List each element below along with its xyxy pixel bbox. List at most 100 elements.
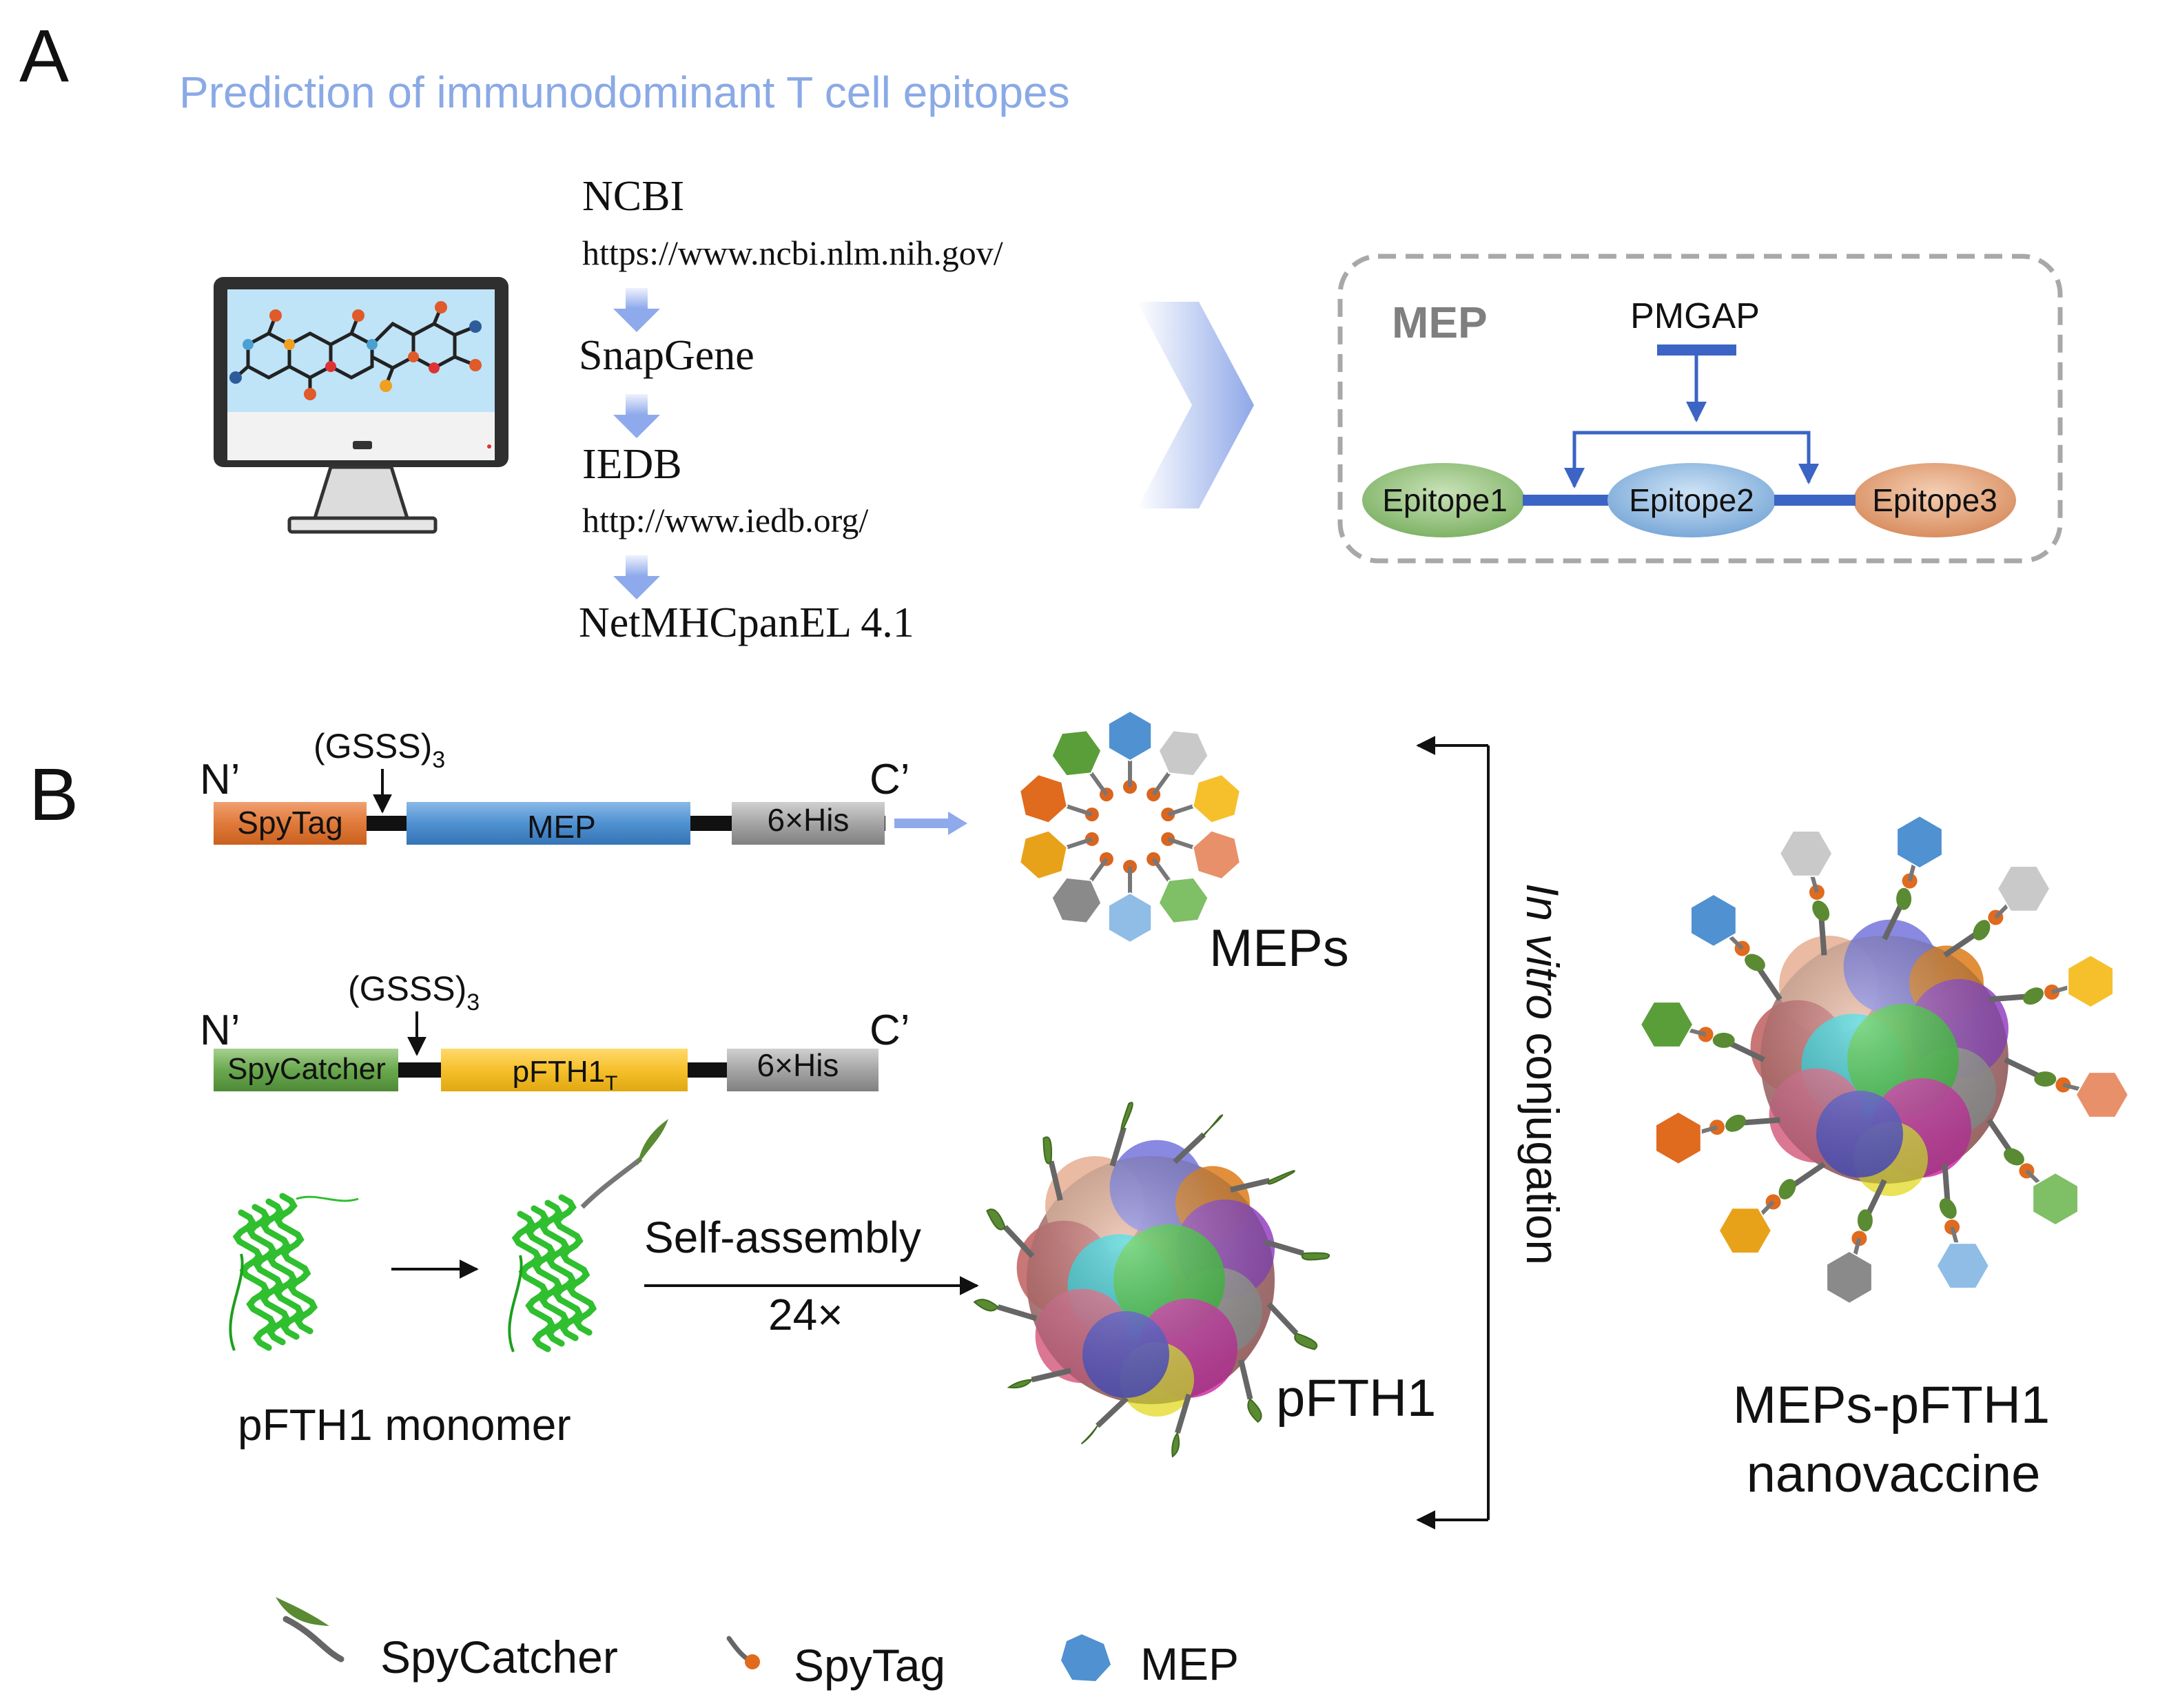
spytag-stalk (1167, 837, 1194, 850)
spycatcher-domain (1973, 920, 1991, 940)
mep-hexagon (1826, 1250, 1873, 1305)
pfth1-spycatcher-monomer-structure (508, 1119, 668, 1352)
spycatcher-stalk (1264, 1239, 1304, 1256)
mep-hexagon (2075, 1071, 2130, 1118)
spytag-stalk (1089, 772, 1109, 796)
mep-hexagon (1158, 876, 1209, 924)
spytag-stalk (1151, 858, 1171, 882)
spytag-stalk (1066, 804, 1093, 816)
mep-hexagon (1192, 830, 1241, 881)
mep-hexagon (1192, 773, 1241, 824)
spycatcher-domain (973, 1299, 999, 1312)
pfth1-monomer-structure (229, 1193, 359, 1351)
mep-legend-icon (1061, 1634, 1111, 1681)
linker-segment-1 (1523, 495, 1605, 506)
pipeline-ncbi-url: https://www.ncbi.nlm.nih.gov/ (582, 234, 1003, 272)
mep-hexagon (1019, 773, 1068, 824)
spycatcher-stalk (1109, 1126, 1127, 1167)
mep-hexagon (1655, 1111, 1702, 1165)
spycatcher-stalk (1048, 1160, 1063, 1202)
pipeline-snapgene: SnapGene (579, 332, 754, 379)
meps-pfth1-nanovaccine (1639, 814, 2130, 1305)
nanovaccine-label-line1: MEPs-pFTH1 (1733, 1376, 2050, 1434)
cage-shading (1760, 936, 2008, 1184)
construct1-linker-label: (GSSS)3 (314, 727, 445, 773)
spycatcher-domain (1042, 1136, 1052, 1164)
mep-hexagon (1107, 892, 1153, 944)
spycatcher-stalk (1173, 1132, 1206, 1164)
pipeline-arrow-3 (613, 555, 660, 599)
spytag-segment-label: SpyTag (237, 805, 342, 841)
panel-a-title: Prediction of immunodominant T cell epit… (179, 68, 1070, 117)
construct2-linker-label: (GSSS)3 (348, 969, 480, 1016)
expression-arrow (894, 812, 967, 835)
conjugation-bracket (1416, 736, 1490, 1530)
legend-mep-label: MEP (1140, 1638, 1239, 1689)
linker-insert-arrows (1564, 356, 1819, 488)
alpha-helix (539, 1200, 584, 1341)
spycatcher-stalk (997, 1304, 1038, 1321)
spycatcher-domain (1171, 1431, 1180, 1458)
spycatcher-domain (1080, 1425, 1098, 1445)
mep-hexagon (1158, 730, 1209, 777)
legend-spycatcher-label: SpyCatcher (380, 1632, 618, 1683)
alpha-helix (553, 1194, 597, 1336)
spycatcher-domain (1745, 954, 1765, 971)
spycatcher-domain (1247, 1397, 1262, 1423)
epitope2-label: Epitope2 (1629, 482, 1754, 518)
panel-a-letter: A (19, 14, 69, 97)
spycatcher-domain (1007, 1379, 1034, 1389)
cage-shading (1027, 1156, 1275, 1404)
epitope1-shape (1362, 463, 1525, 537)
monomer-label: pFTH1 monomer (238, 1400, 571, 1450)
spycatcher-legend-icon (276, 1597, 345, 1663)
spycatcher-segment-label: SpyCatcher (227, 1052, 386, 1086)
spycatcher-domain (2034, 1071, 2057, 1087)
spycatcher-stalk (1229, 1177, 1271, 1193)
pfth1-nanocage (973, 1102, 1330, 1458)
spycatcher-stalk (1096, 1396, 1129, 1428)
construct1-n-term: N’ (200, 756, 240, 803)
loop (508, 1255, 523, 1352)
mep-box-label: MEP (1392, 298, 1488, 347)
spycatcher-domain (1939, 1198, 1957, 1220)
meps-cluster (1019, 710, 1241, 944)
pmgap-bar (1657, 344, 1736, 356)
epitope3-shape (1853, 463, 2016, 537)
self-assembly-label: Self-assembly (644, 1213, 921, 1262)
mep-hexagon (2032, 1171, 2079, 1226)
pipeline-arrow-2 (613, 394, 660, 438)
mep-hexagon (1051, 876, 1102, 924)
pmgap-label: PMGAP (1630, 296, 1760, 336)
spycatcher-domain (986, 1208, 1006, 1231)
alpha-helix (274, 1193, 318, 1335)
mep-hexagon (1639, 1001, 1694, 1048)
epitope3-label: Epitope3 (1872, 482, 1997, 518)
spytag-segment (214, 802, 367, 845)
mep-hexagon (1019, 830, 1068, 881)
legend-spytag-label: SpyTag (794, 1640, 945, 1691)
pfth1-segment-label: pFTH1T (513, 1055, 618, 1095)
alpha-helix (511, 1211, 556, 1352)
atoms (229, 301, 482, 400)
construct2-n-term: N’ (200, 1007, 240, 1054)
spytag-stalk (1066, 837, 1093, 850)
his-tag-label-1: 6×His (768, 802, 850, 838)
spycatcher-domain (1294, 1333, 1318, 1350)
spycatcher-domain (2023, 987, 2044, 1005)
pipeline-ncbi: NCBI (582, 173, 684, 220)
spycatcher-domain (1267, 1170, 1295, 1185)
spytag-stalk (1089, 858, 1109, 882)
pipeline-iedb: IEDB (582, 441, 682, 488)
conjugation-label: In vitro conjugation (1517, 883, 1568, 1265)
spycatcher-domain (1857, 1209, 1873, 1232)
spycatcher-domain (1201, 1114, 1224, 1138)
computer-monitor-icon (214, 277, 508, 534)
spycatcher-stalk (1175, 1393, 1192, 1434)
mep-hexagon (1996, 865, 2051, 912)
tail (296, 1195, 359, 1202)
spytag-stalk (1167, 804, 1194, 816)
spycatcher-stalk (1003, 1225, 1035, 1258)
epitope1-label: Epitope1 (1382, 482, 1508, 518)
